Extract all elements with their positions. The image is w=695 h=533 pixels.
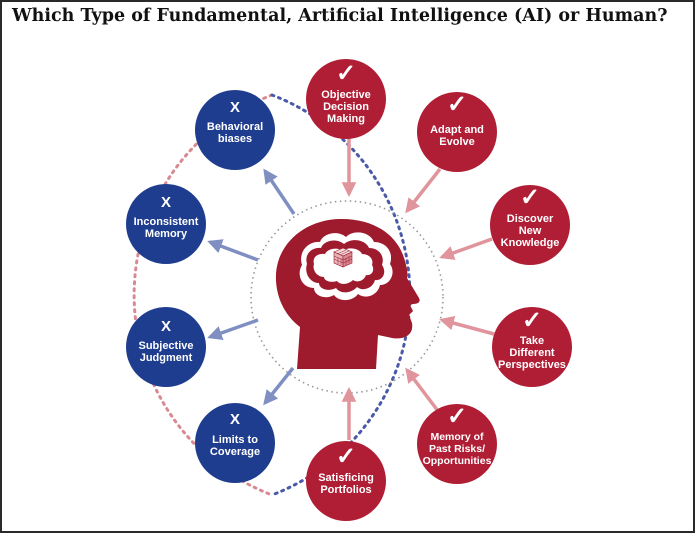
arrow-subjective [207,318,259,341]
x-icon: X [230,411,240,428]
x-icon: X [161,318,171,335]
ai-node-label: Perspectives [498,359,566,371]
ai-node: ✓ Take Different Perspectives [492,307,572,387]
arrow-discover [439,237,493,260]
ai-arrows [341,138,495,440]
ai-node-circle [417,92,497,172]
ai-node-circle [306,59,386,139]
human-node-circle [126,184,206,264]
human-node-label: Behavioral [207,121,263,133]
human-node: X Inconsistent Memory [126,184,206,264]
ai-node-label: Take [520,335,544,347]
cube-chip-icon [333,247,353,268]
ai-node: ✓ Satisficing Portfolios [306,441,386,521]
human-node: X Limits to Coverage [195,403,275,483]
ai-node: ✓ Adapt and Evolve [417,91,497,172]
ai-node-label: Opportunities [423,455,492,467]
ai-node-label: Objective [321,89,371,101]
x-icon: X [230,99,240,116]
human-node: X Behavioral biases [195,90,275,170]
human-node-label: Judgment [140,352,193,364]
human-node: X Subjective Judgment [126,307,206,387]
ai-node-label: Discover [507,213,554,225]
human-node-label: Memory [145,228,188,240]
ai-node-label: Decision [323,101,369,113]
human-node-label: biases [218,133,252,145]
check-icon: ✓ [336,60,356,87]
check-icon: ✓ [336,443,356,470]
ai-node-label: Memory of [430,431,484,443]
ai-node-label: Past Risks/ [429,443,485,455]
human-node-label: Inconsistent [134,216,199,228]
ai-node-circle [490,185,570,265]
human-node-label: Coverage [210,446,260,458]
ai-node-circle [417,404,497,484]
ai-node-label: Making [327,113,365,125]
arrow-limits [263,366,295,406]
arrow-adapt [405,167,442,214]
human-node-label: Subjective [138,340,193,352]
human-arrows [207,168,296,406]
arrow-behavioral [263,168,296,215]
human-node-label: Limits to [212,434,258,446]
ai-node-circle [492,307,572,387]
check-icon: ✓ [520,184,540,211]
ai-node-label: New [519,225,542,237]
ai-node: ✓ Objective Decision Making [306,59,386,139]
human-node-circle [195,403,275,483]
ai-node-label: Portfolios [320,484,371,496]
human-node-circle [195,90,275,170]
ai-node-label: Different [509,347,555,359]
arrow-inconsistent [207,239,259,262]
arrow-memory-past [405,367,440,413]
check-icon: ✓ [522,307,542,334]
ai-node: ✓ Discover New Knowledge [490,184,570,265]
ai-node-label: Knowledge [501,237,560,249]
check-icon: ✓ [447,91,467,118]
arrow-perspectives [439,315,495,336]
ai-node-label: Adapt and [430,124,484,136]
human-node-circle [126,307,206,387]
ai-node-label: Evolve [439,136,474,148]
x-icon: X [161,194,171,211]
page-title: Which Type of Fundamental, Artificial In… [12,6,668,26]
brain-head-icon [275,218,420,369]
ai-node: ✓ Memory of Past Risks/ Opportunities [417,403,497,484]
ai-node-circle [306,441,386,521]
ai-node-label: Satisficing [318,472,374,484]
check-icon: ✓ [447,403,467,430]
